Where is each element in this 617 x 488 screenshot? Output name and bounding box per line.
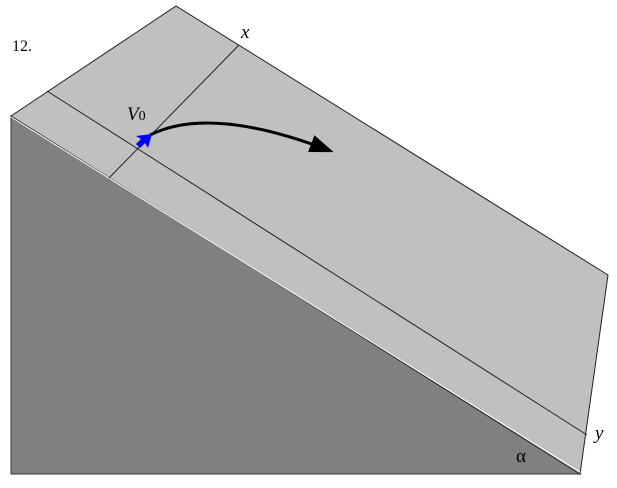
y-axis-label: y (595, 423, 604, 444)
velocity-arrow-icon (136, 134, 152, 148)
y-axis-line (46, 90, 588, 436)
incline-edge-highlight (10, 116, 581, 473)
x-axis-label: x (241, 22, 250, 43)
velocity-label: V0 (127, 104, 146, 126)
incline-top-face (10, 5, 609, 475)
angle-label: α (516, 446, 526, 467)
x-axis-line (108, 44, 240, 179)
problem-number: 12. (12, 38, 32, 55)
velocity-subscript: 0 (138, 109, 146, 124)
velocity-symbol: V (127, 104, 139, 125)
trajectory-curve (149, 121, 334, 153)
